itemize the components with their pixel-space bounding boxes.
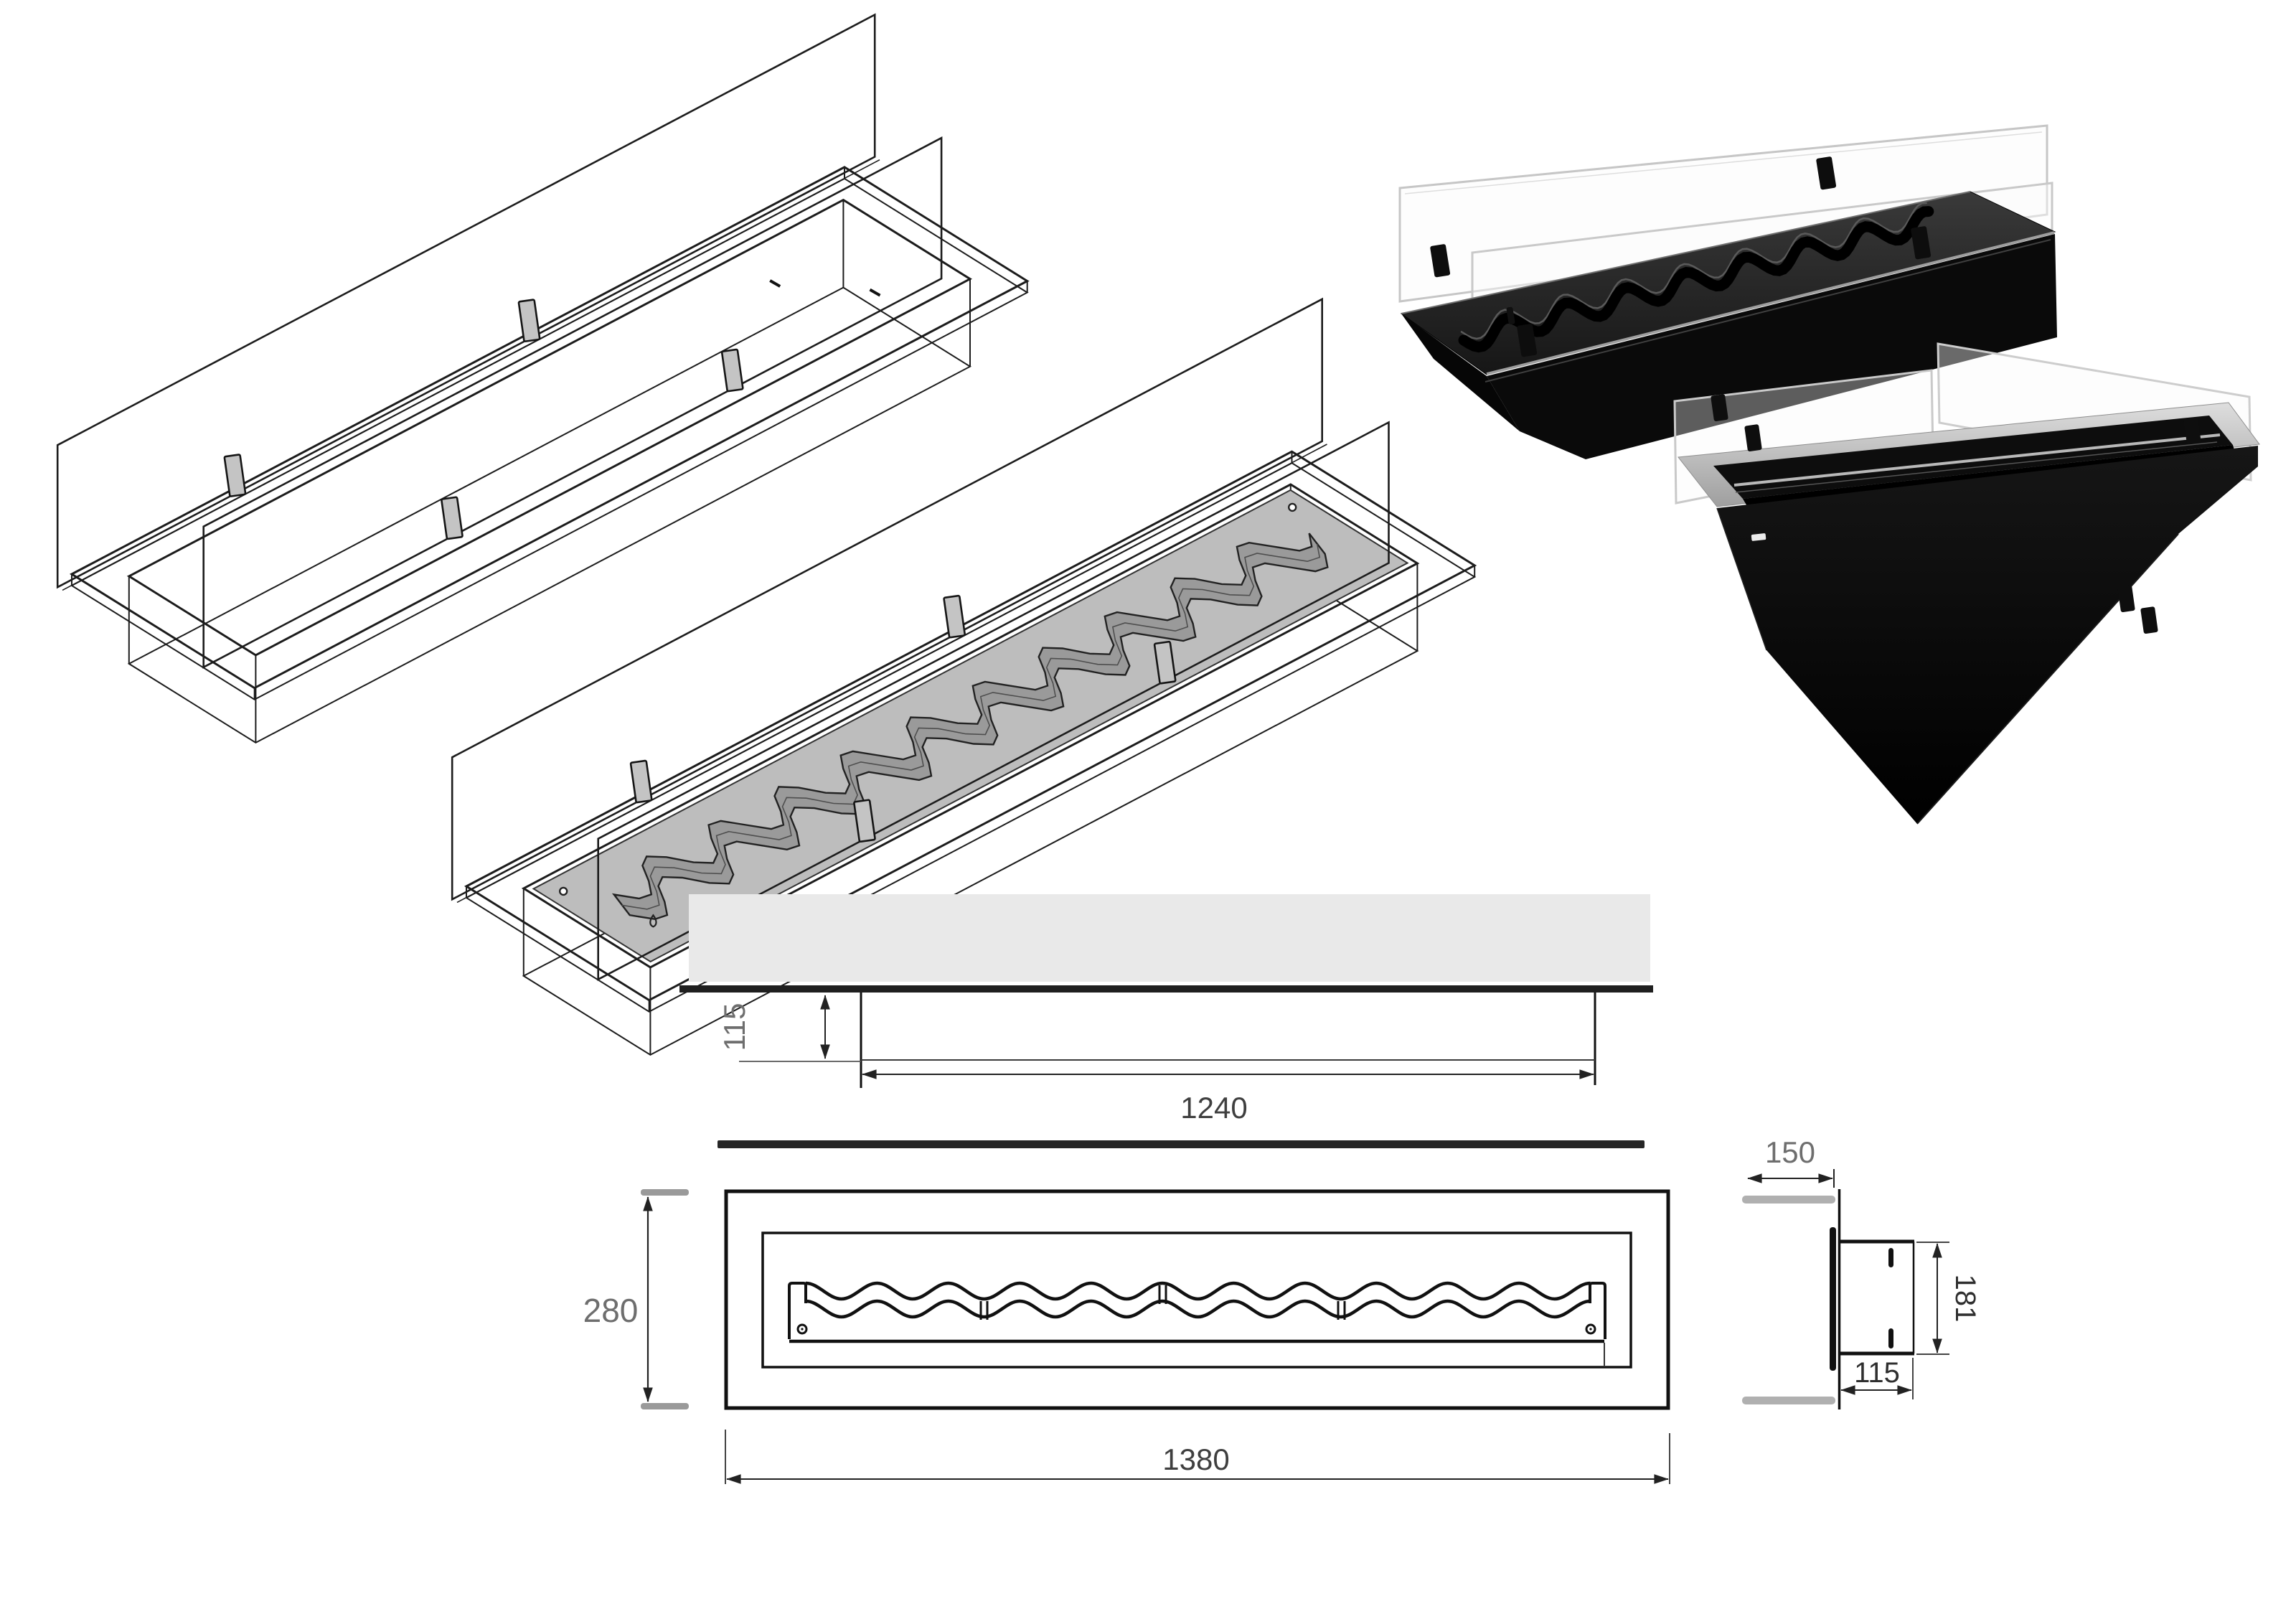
dim-side-depth-label: 115 (1854, 1357, 1900, 1389)
separator-bar (718, 1140, 1645, 1148)
glass-clips (1711, 394, 2201, 634)
back-glass-pane (1398, 124, 2048, 303)
screw-holes (796, 1323, 1596, 1335)
section-view: 115 1240 (679, 894, 1653, 1148)
wall-bar-bottom (1742, 1397, 1835, 1404)
rail-right-cap (1589, 1282, 1606, 1339)
under-box-bottom-edge (1916, 533, 2179, 825)
mount-slot-top (1888, 1248, 1893, 1267)
rail-section-joints (979, 1285, 1346, 1320)
inner-opening (761, 1231, 1632, 1369)
plate-front-silver-rim (1486, 231, 2055, 375)
photo-burner-open (1673, 342, 2260, 825)
body-sub-rim-line (1485, 239, 2051, 383)
under-box (1717, 446, 2258, 824)
iso-drawing-empty-frame (56, 13, 1030, 744)
fuel-slot (1751, 533, 1766, 541)
dim-front-height-label: 280 (583, 1292, 639, 1329)
wall-fill (689, 894, 1650, 982)
burner-body-front-face (1487, 234, 2057, 459)
dim-front-width-label: 1380 (1162, 1442, 1229, 1476)
side-view: 150 181 115 (1742, 1135, 1981, 1409)
wave-rail-top-line (805, 1281, 1591, 1301)
glass-clips (1430, 156, 1932, 357)
outer-frame (724, 1189, 1670, 1410)
rail-left-cap (788, 1282, 807, 1339)
wavy-flame-slot (1458, 206, 1934, 353)
frame-flange-edge (1830, 1227, 1836, 1371)
frame-flange-bar (679, 985, 1653, 993)
back-glass-inner-edge (1404, 131, 2043, 194)
wall-bar-top (1742, 1196, 1835, 1204)
wave-rail-bottom-line (805, 1299, 1591, 1319)
front-view: 280 1380 (583, 1189, 1670, 1484)
under-box-edge (1716, 507, 1767, 651)
dim-side-offset-label: 150 (1765, 1135, 1815, 1169)
iso-drawing-wavy-insert (451, 297, 1477, 1056)
dim-section-width-label: 1240 (1180, 1091, 1247, 1125)
interior-silver-ledge (1733, 433, 2221, 487)
photo-burner-closed (1398, 124, 2057, 459)
tray-black-interior (1713, 416, 2233, 499)
interior-ledge-shadow (1735, 441, 2218, 493)
dim-side-height-label: 181 (1949, 1275, 1981, 1323)
igniter-pin (1506, 306, 1515, 325)
plate-back-edge-highlight (1401, 191, 1971, 314)
tick-280-top (641, 1189, 689, 1196)
mount-slot-bottom (1888, 1328, 1893, 1348)
wavy-slot-highlight (1460, 202, 1928, 340)
tick-280-bottom (641, 1403, 689, 1409)
dim-section-depth-label: 115 (718, 1003, 751, 1051)
burner-body-left-face (1401, 314, 1520, 431)
